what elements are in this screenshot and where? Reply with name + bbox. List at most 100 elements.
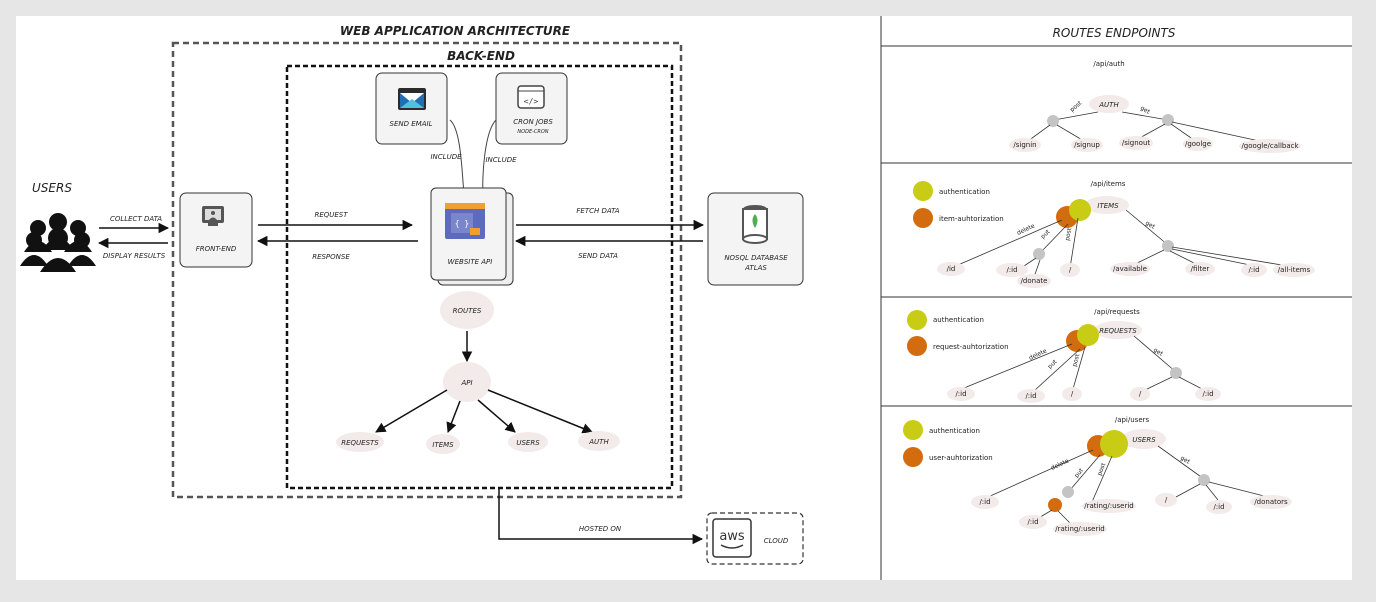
svg-text:delete: delete — [1016, 222, 1036, 236]
cloud-label: CLOUD — [764, 537, 789, 545]
include-right-label: INCLUDE — [485, 156, 517, 164]
svg-text:/:id: /:id — [1202, 390, 1213, 398]
svg-text:/goolge: /goolge — [1185, 140, 1211, 148]
svg-text:authentication: authentication — [929, 427, 980, 435]
svg-text:get: get — [1152, 347, 1165, 358]
users-label: USERS — [516, 439, 540, 447]
svg-text:get: get — [1179, 455, 1192, 466]
api-label: API — [460, 379, 472, 387]
display-results-label: DISPLAY RESULTS — [103, 252, 166, 260]
svg-text:/:id: /:id — [1006, 266, 1017, 274]
code-icon: </> — [517, 85, 545, 109]
api-requests-arrow — [375, 389, 448, 433]
api-users-arrow — [477, 399, 516, 433]
svg-text:/signup: /signup — [1074, 141, 1100, 149]
svg-text:post: post — [1064, 227, 1073, 242]
svg-text:post: post — [1069, 99, 1084, 113]
monitor-icon — [202, 206, 224, 226]
svg-text:/: / — [1165, 496, 1168, 504]
api-auth-arrow — [487, 389, 593, 434]
svg-text:/api/items: /api/items — [1091, 180, 1126, 188]
frontend-box — [179, 192, 253, 268]
hosted-on-arrow — [498, 489, 704, 545]
backend-title: BACK-END — [447, 49, 515, 63]
svg-text:REQUESTS: REQUESTS — [1099, 327, 1137, 335]
users-title: USERS — [32, 181, 72, 195]
application-boundary — [171, 41, 683, 499]
send-data-label: SEND DATA — [578, 252, 618, 260]
requests-node — [336, 432, 384, 452]
users-routes-section: authentication user-auhtorization /api/u… — [903, 416, 1292, 536]
svg-text:/filter: /filter — [1191, 265, 1210, 273]
svg-text:/all-items: /all-items — [1278, 266, 1311, 274]
svg-text:item-auhtorization: item-auhtorization — [939, 215, 1004, 223]
svg-text:</>: </> — [524, 97, 539, 106]
svg-text:request-auhtorization: request-auhtorization — [933, 343, 1009, 351]
node-cron-label: NODE-CRON — [517, 129, 548, 135]
database-label-line1: NOSQL DATABASE — [724, 254, 788, 262]
svg-text:/rating/:userid: /rating/:userid — [1084, 502, 1133, 510]
svg-text:authentication: authentication — [939, 188, 990, 196]
mongodb-icon — [742, 205, 768, 244]
svg-text:/api/auth: /api/auth — [1093, 60, 1124, 68]
svg-text:/:id: /:id — [955, 390, 966, 398]
architecture-title: WEB APPLICATION ARCHITECTURE — [340, 24, 571, 38]
svg-text:/:id: /:id — [1027, 518, 1038, 526]
fetch-data-label: FETCH DATA — [576, 207, 619, 215]
svg-text:put: put — [1073, 467, 1085, 480]
svg-text:delete: delete — [1050, 457, 1070, 471]
svg-text:/signout: /signout — [1122, 139, 1151, 147]
backend-boundary — [285, 64, 674, 490]
svg-text:/:id: /:id — [979, 498, 990, 506]
requests-label: REQUESTS — [341, 439, 379, 447]
svg-text:ITEMS: ITEMS — [1097, 202, 1119, 210]
svg-text:/api/requests: /api/requests — [1094, 308, 1140, 316]
svg-text:/api/users: /api/users — [1115, 416, 1150, 424]
svg-text:post: post — [1096, 462, 1107, 477]
items-label: ITEMS — [432, 441, 454, 449]
svg-text:/:id: /:id — [1025, 392, 1036, 400]
website-api-label: WEBSITE API — [448, 258, 493, 266]
auth-node — [578, 431, 620, 451]
svg-text:/: / — [1069, 266, 1072, 274]
svg-text:get: get — [1139, 105, 1152, 116]
routes-label: ROUTES — [453, 307, 482, 315]
auth-routes-section: /api/auth AUTH post get /signin /signup … — [1009, 60, 1301, 153]
svg-text:aws: aws — [719, 529, 745, 544]
api-node — [443, 362, 491, 402]
collect-data-label: COLLECT DATA — [110, 215, 162, 223]
svg-text:/rating/:userid: /rating/:userid — [1055, 525, 1104, 533]
diagram-canvas — [16, 16, 1352, 580]
svg-text:/id: /id — [947, 265, 956, 273]
svg-text:/donate: /donate — [1021, 277, 1048, 285]
routes-node — [440, 291, 494, 329]
cron-jobs-label: CRON JOBS — [513, 118, 553, 126]
svg-text:authentication: authentication — [933, 316, 984, 324]
svg-text:post: post — [1071, 353, 1081, 368]
users-group-icon — [20, 213, 96, 272]
svg-text:/donators: /donators — [1254, 498, 1288, 506]
aws-icon: aws — [712, 518, 752, 558]
requests-routes-section: authentication request-auhtorization /ap… — [907, 308, 1221, 403]
request-label: REQUEST — [314, 211, 348, 219]
routes-panel-title: ROUTES ENDPOINTS — [1053, 26, 1176, 40]
api-items-arrow — [446, 400, 461, 433]
svg-text:/: / — [1071, 390, 1074, 398]
svg-text:USERS: USERS — [1132, 436, 1156, 444]
svg-text:/available: /available — [1113, 265, 1147, 273]
svg-text:/google/callback: /google/callback — [1241, 142, 1299, 150]
svg-text:AUTH: AUTH — [1098, 101, 1119, 109]
auth-label: AUTH — [588, 438, 609, 446]
svg-text:user-auhtorization: user-auhtorization — [929, 454, 993, 462]
svg-text:get: get — [1144, 220, 1157, 231]
items-routes-section: authentication item-auhtorization /api/i… — [913, 180, 1315, 288]
svg-text:/: / — [1139, 390, 1142, 398]
frontend-label: FRONT-END — [196, 245, 237, 253]
response-label: RESPONSE — [312, 253, 350, 261]
svg-text:/:id: /:id — [1248, 266, 1259, 274]
database-label-line2: ATLAS — [744, 264, 767, 272]
include-left-label: INCLUDE — [430, 153, 462, 161]
svg-text:{ }: { } — [455, 219, 469, 228]
svg-text:put: put — [1039, 228, 1051, 240]
